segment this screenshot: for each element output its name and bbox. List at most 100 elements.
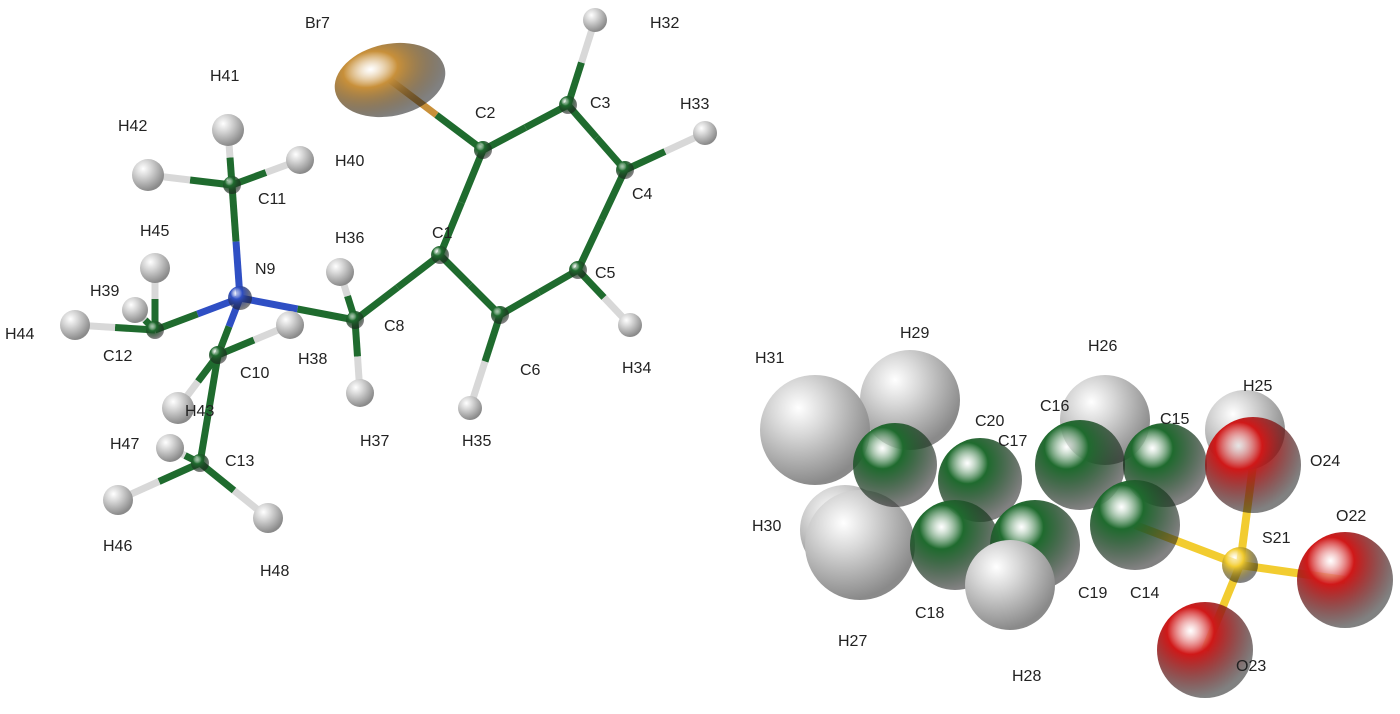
atom-label: C12 (103, 348, 132, 365)
atom-C6 (491, 306, 509, 324)
atom-label: H33 (680, 96, 709, 113)
atom-label: H36 (335, 230, 364, 247)
atom-label: H25 (1243, 378, 1272, 395)
atom-C20 (853, 423, 937, 507)
atom-H47 (156, 434, 184, 462)
atom-H37 (346, 379, 374, 407)
atom-label: H32 (650, 15, 679, 32)
atom-label: C14 (1130, 585, 1159, 602)
atom-H41 (212, 114, 244, 146)
atom-label: H30 (752, 518, 781, 535)
atom-N9 (228, 286, 252, 310)
atom-H30 (805, 490, 915, 600)
bond-C1-C2 (436, 201, 465, 257)
atom-H43 (162, 392, 194, 424)
atom-C1 (431, 246, 449, 264)
atoms-layer (60, 8, 1393, 698)
atom-label: H26 (1088, 338, 1117, 355)
atom-H35 (458, 396, 482, 420)
atom-label: H44 (5, 326, 34, 343)
atom-H45 (140, 253, 170, 283)
atom-label: C19 (1078, 585, 1107, 602)
atom-C3 (559, 96, 577, 114)
atom-label: C4 (632, 186, 653, 203)
atom-H32 (583, 8, 607, 32)
atom-label: O22 (1336, 508, 1366, 525)
bond-N9-C11 (228, 184, 240, 242)
atom-H38 (276, 311, 304, 339)
atom-label: H43 (185, 403, 214, 420)
atom-label: C5 (595, 265, 616, 282)
atom-label: C8 (384, 318, 405, 335)
atom-label: H28 (1012, 668, 1041, 685)
atom-label: H34 (622, 360, 651, 377)
atom-label: C2 (475, 105, 496, 122)
atom-O23 (1157, 602, 1253, 698)
atom-Br7 (334, 42, 446, 118)
bond-C10-C13 (205, 354, 222, 410)
atom-C14 (1090, 480, 1180, 570)
atom-C11 (223, 176, 241, 194)
atom-label: C20 (975, 413, 1004, 430)
atom-label: H45 (140, 223, 169, 240)
atom-label: H35 (462, 433, 491, 450)
atom-label: H48 (260, 563, 289, 580)
atom-label: H39 (90, 283, 119, 300)
atom-C8 (346, 311, 364, 329)
bond-C4-C5 (598, 168, 629, 222)
atom-H39 (122, 297, 148, 323)
atom-H36 (326, 258, 354, 286)
atom-label: C6 (520, 362, 541, 379)
atom-label: H47 (110, 436, 139, 453)
atom-C4 (616, 161, 634, 179)
atom-H42 (132, 159, 164, 191)
atom-H46 (103, 485, 133, 515)
atom-S21 (1222, 547, 1258, 583)
bond-Br7-C2 (434, 112, 486, 153)
atom-label: C17 (998, 433, 1027, 450)
atom-H48 (253, 503, 283, 533)
atom-label: C3 (590, 95, 611, 112)
atom-label: H37 (360, 433, 389, 450)
bond-C10-C13 (196, 408, 213, 464)
atom-label: C16 (1040, 398, 1069, 415)
atom-label: C13 (225, 453, 254, 470)
bond-C1-C2 (458, 148, 487, 204)
atom-label: C10 (240, 365, 269, 382)
atom-label: C1 (432, 225, 453, 242)
atom-label: N9 (255, 261, 276, 278)
atom-C10 (209, 346, 227, 364)
atom-label: O23 (1236, 658, 1266, 675)
atom-label: C15 (1160, 411, 1189, 428)
bond-C4-C5 (574, 218, 605, 272)
atom-C16 (1035, 420, 1125, 510)
atom-C13 (191, 454, 209, 472)
atom-label: H38 (298, 351, 327, 368)
atom-C5 (569, 261, 587, 279)
atom-label: H41 (210, 68, 239, 85)
atom-C12 (146, 321, 164, 339)
atom-label: S21 (1262, 530, 1291, 547)
atom-H40 (286, 146, 314, 174)
atom-C2 (474, 141, 492, 159)
atom-O22 (1297, 532, 1393, 628)
atom-H33 (693, 121, 717, 145)
atom-label: H31 (755, 350, 784, 367)
atom-label: Br7 (305, 15, 330, 32)
bond-C8-N9 (296, 305, 356, 324)
atom-label: C18 (915, 605, 944, 622)
atom-O24 (1205, 417, 1301, 513)
atom-H44 (60, 310, 90, 340)
atom-label: H40 (335, 153, 364, 170)
atom-label: O24 (1310, 453, 1340, 470)
atom-label: H42 (118, 118, 147, 135)
atom-H31 (760, 375, 870, 485)
atom-H28 (965, 540, 1055, 630)
atom-label: H27 (838, 633, 867, 650)
atom-H34 (618, 313, 642, 337)
atom-label: H46 (103, 538, 132, 555)
atom-label: C11 (258, 191, 286, 208)
